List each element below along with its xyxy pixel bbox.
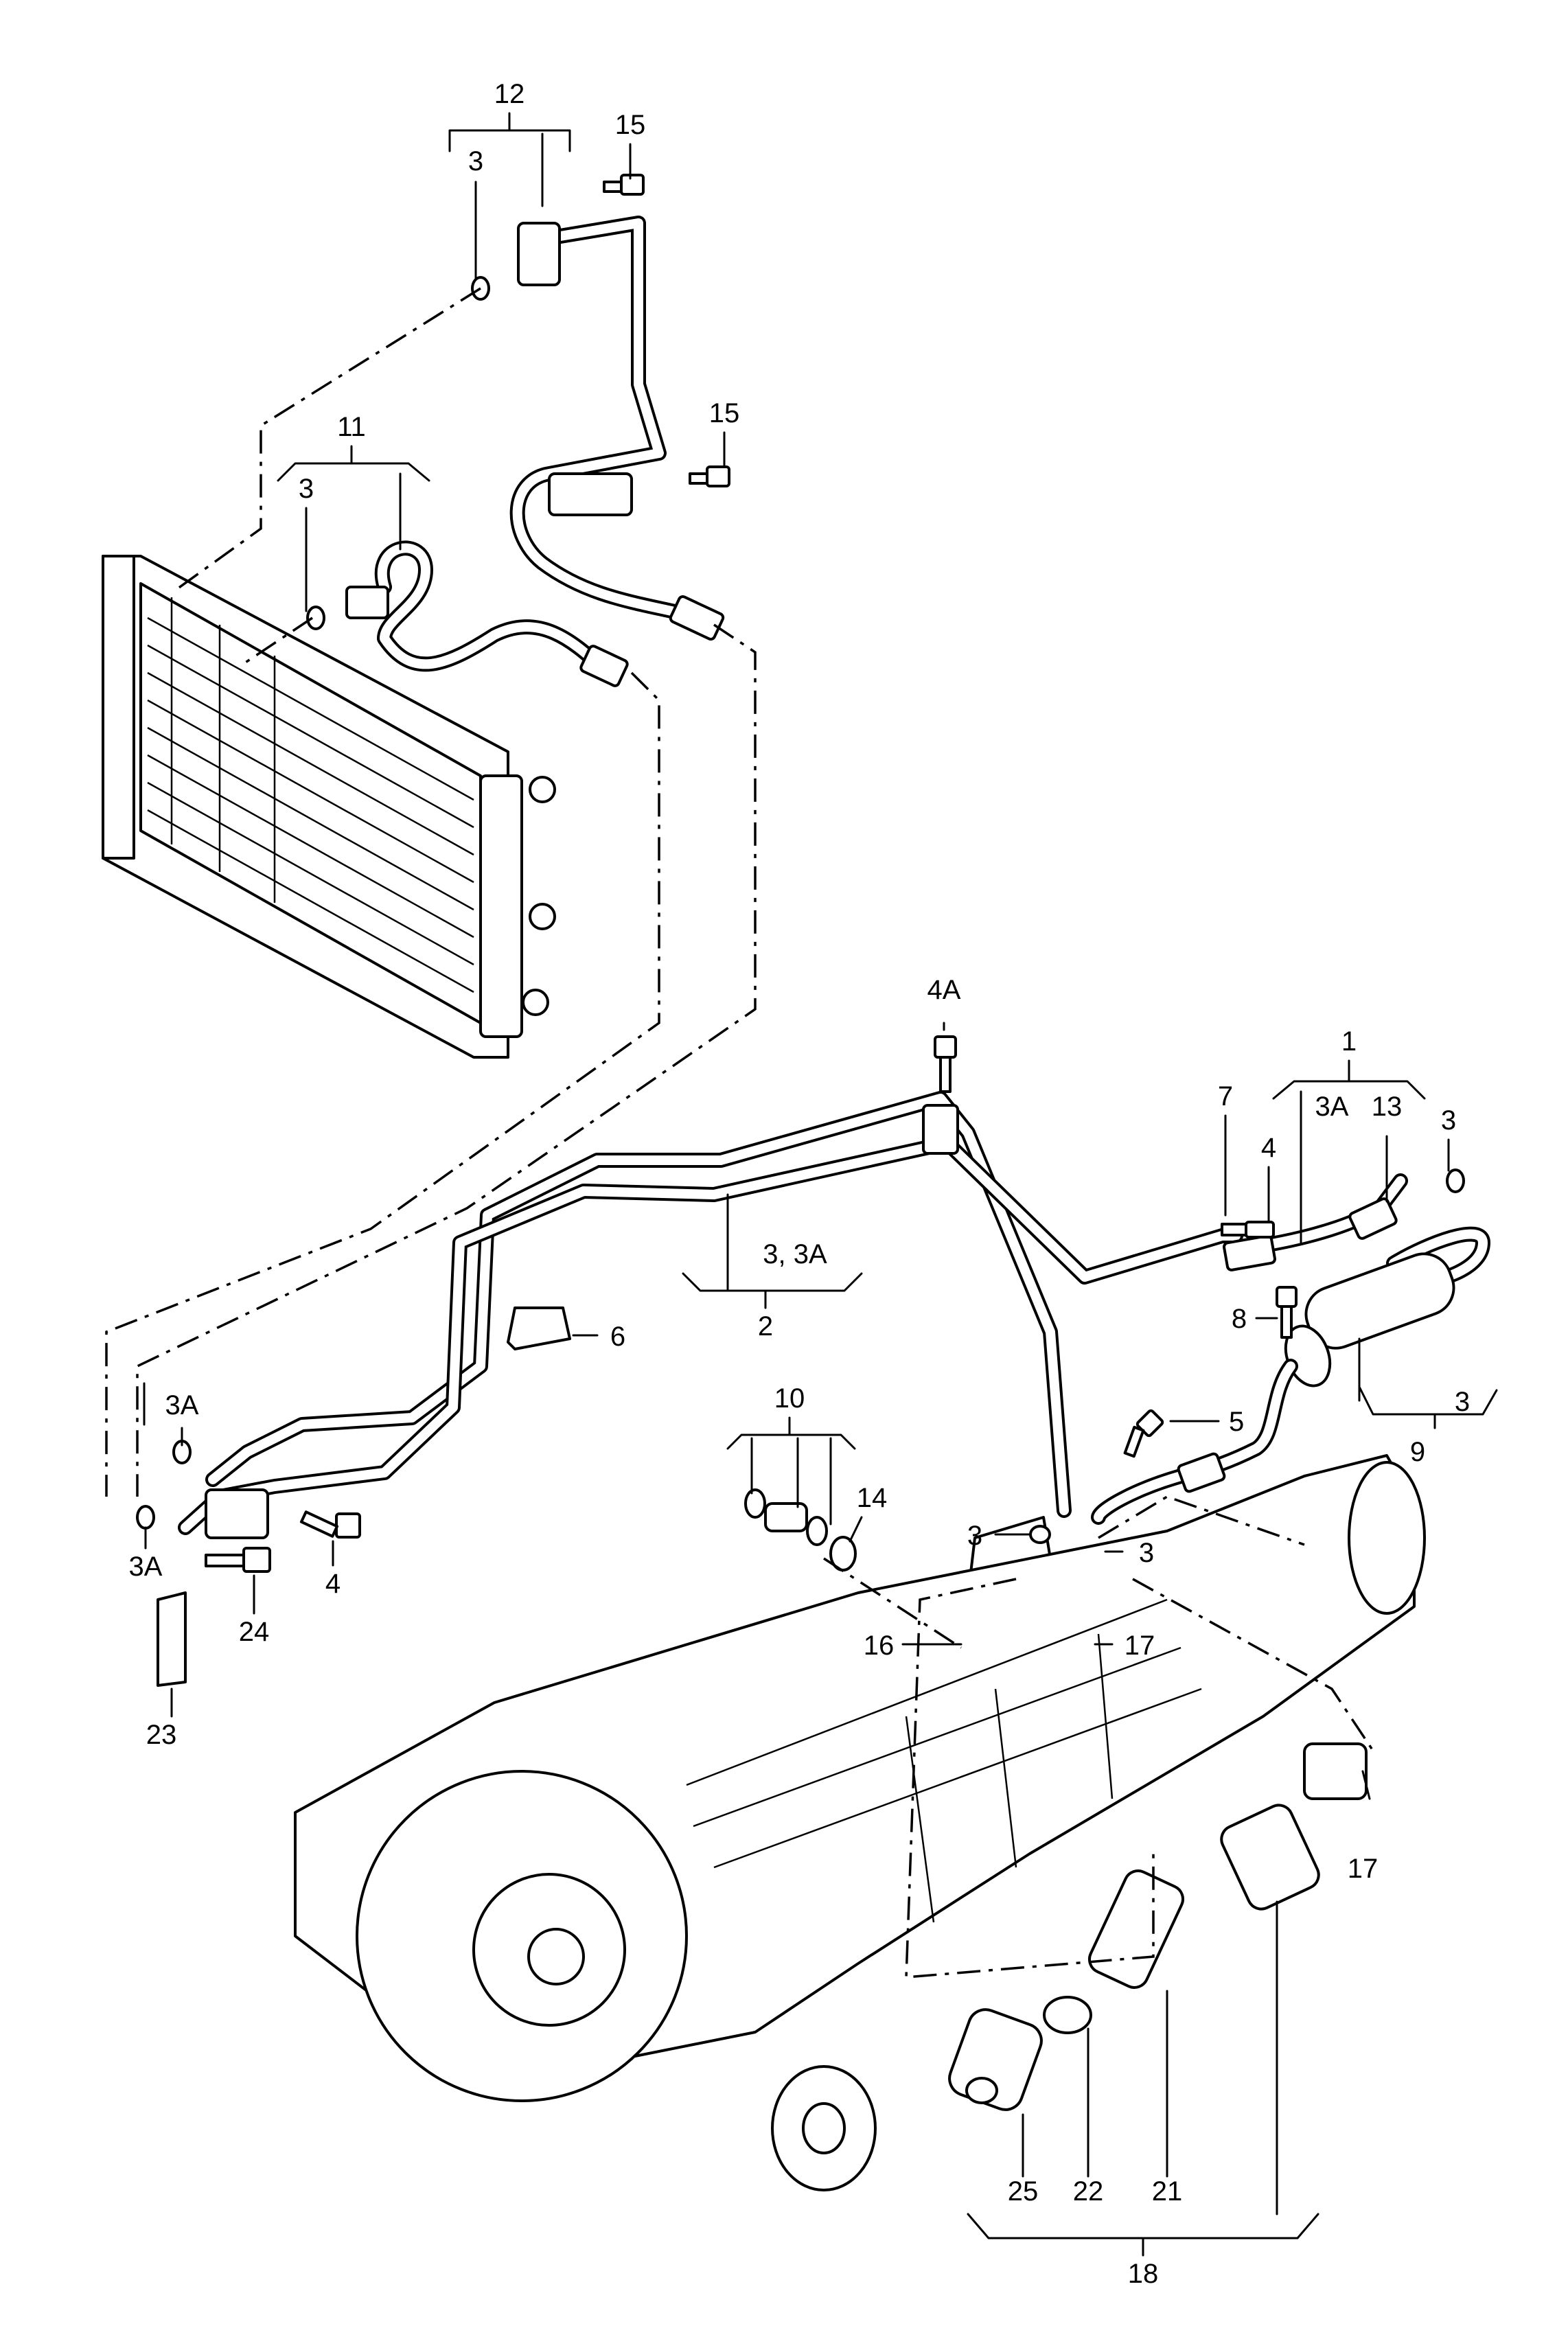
bolt-24	[205, 1547, 271, 1573]
bolt-15-top	[603, 174, 645, 196]
callout-10: 10	[774, 1383, 805, 1414]
callout-4-top: 4	[1261, 1133, 1276, 1163]
callout-22: 22	[1073, 2176, 1104, 2207]
callout-23: 23	[146, 1720, 177, 1750]
callout-11: 11	[337, 412, 366, 442]
automatic-transmission	[294, 1454, 1426, 2191]
bracket-23	[157, 1591, 187, 1687]
callout-15-top: 15	[615, 110, 646, 140]
seals-10	[744, 1488, 828, 1546]
callout-17-top: 17	[1125, 1631, 1155, 1661]
callout-5: 5	[1229, 1407, 1244, 1437]
callout-3-top: 3	[468, 146, 483, 176]
callout-4a: 4A	[927, 975, 961, 1005]
filter-assembly-18	[948, 1742, 1368, 2111]
callout-14: 14	[857, 1483, 888, 1513]
callout-16: 16	[864, 1631, 895, 1661]
callout-9: 9	[1410, 1437, 1425, 1467]
oil-lines-2	[178, 1091, 1243, 1539]
bolt-4-top	[1221, 1221, 1275, 1239]
assembly-guide-lines	[105, 287, 1374, 1979]
callout-1: 1	[1341, 1026, 1357, 1057]
callout-3-hose: 3	[1455, 1387, 1470, 1417]
callout-12: 12	[494, 79, 525, 109]
callout-17-bottom: 17	[1348, 1854, 1379, 1884]
bolt-5	[1123, 1409, 1164, 1458]
callout-25: 25	[1008, 2176, 1039, 2207]
callout-21: 21	[1152, 2176, 1183, 2207]
leader-lines	[143, 112, 1498, 2257]
bolt-15-mid	[689, 465, 730, 487]
callout-8: 8	[1232, 1304, 1247, 1334]
callout-2: 2	[758, 1311, 773, 1342]
bolt-8	[1276, 1286, 1298, 1339]
callout-4-left: 4	[325, 1569, 341, 1599]
callout-3a-left-lower: 3A	[129, 1552, 163, 1582]
bracket-6	[507, 1306, 571, 1350]
callout-labels: 12 3 15 15 11 3 4A 1 3A 13 3 7 4 8 3 9 5…	[129, 79, 1471, 2289]
callout-3-3a: 3, 3A	[763, 1239, 827, 1269]
callout-3a-left-upper: 3A	[165, 1390, 199, 1420]
callout-3-right-conn: 3	[1139, 1538, 1154, 1568]
hose-line-12	[509, 216, 725, 641]
callout-3-left-conn: 3	[967, 1521, 982, 1551]
oil-cooler-radiator	[102, 555, 556, 1059]
callout-18: 18	[1128, 2259, 1159, 2289]
bolt-4-left	[299, 1510, 361, 1539]
callout-24: 24	[239, 1617, 270, 1647]
callout-13: 13	[1372, 1092, 1403, 1122]
hose-line-11	[345, 540, 629, 687]
callout-3-mid: 3	[299, 474, 314, 504]
bolt-4a	[934, 1035, 957, 1093]
callout-3-right: 3	[1441, 1105, 1456, 1136]
hose-assembly-9	[1091, 1252, 1455, 1525]
callout-7: 7	[1218, 1081, 1233, 1112]
callout-15-mid: 15	[709, 398, 740, 428]
callout-6: 6	[610, 1322, 625, 1352]
callout-3a-right: 3A	[1315, 1092, 1349, 1122]
